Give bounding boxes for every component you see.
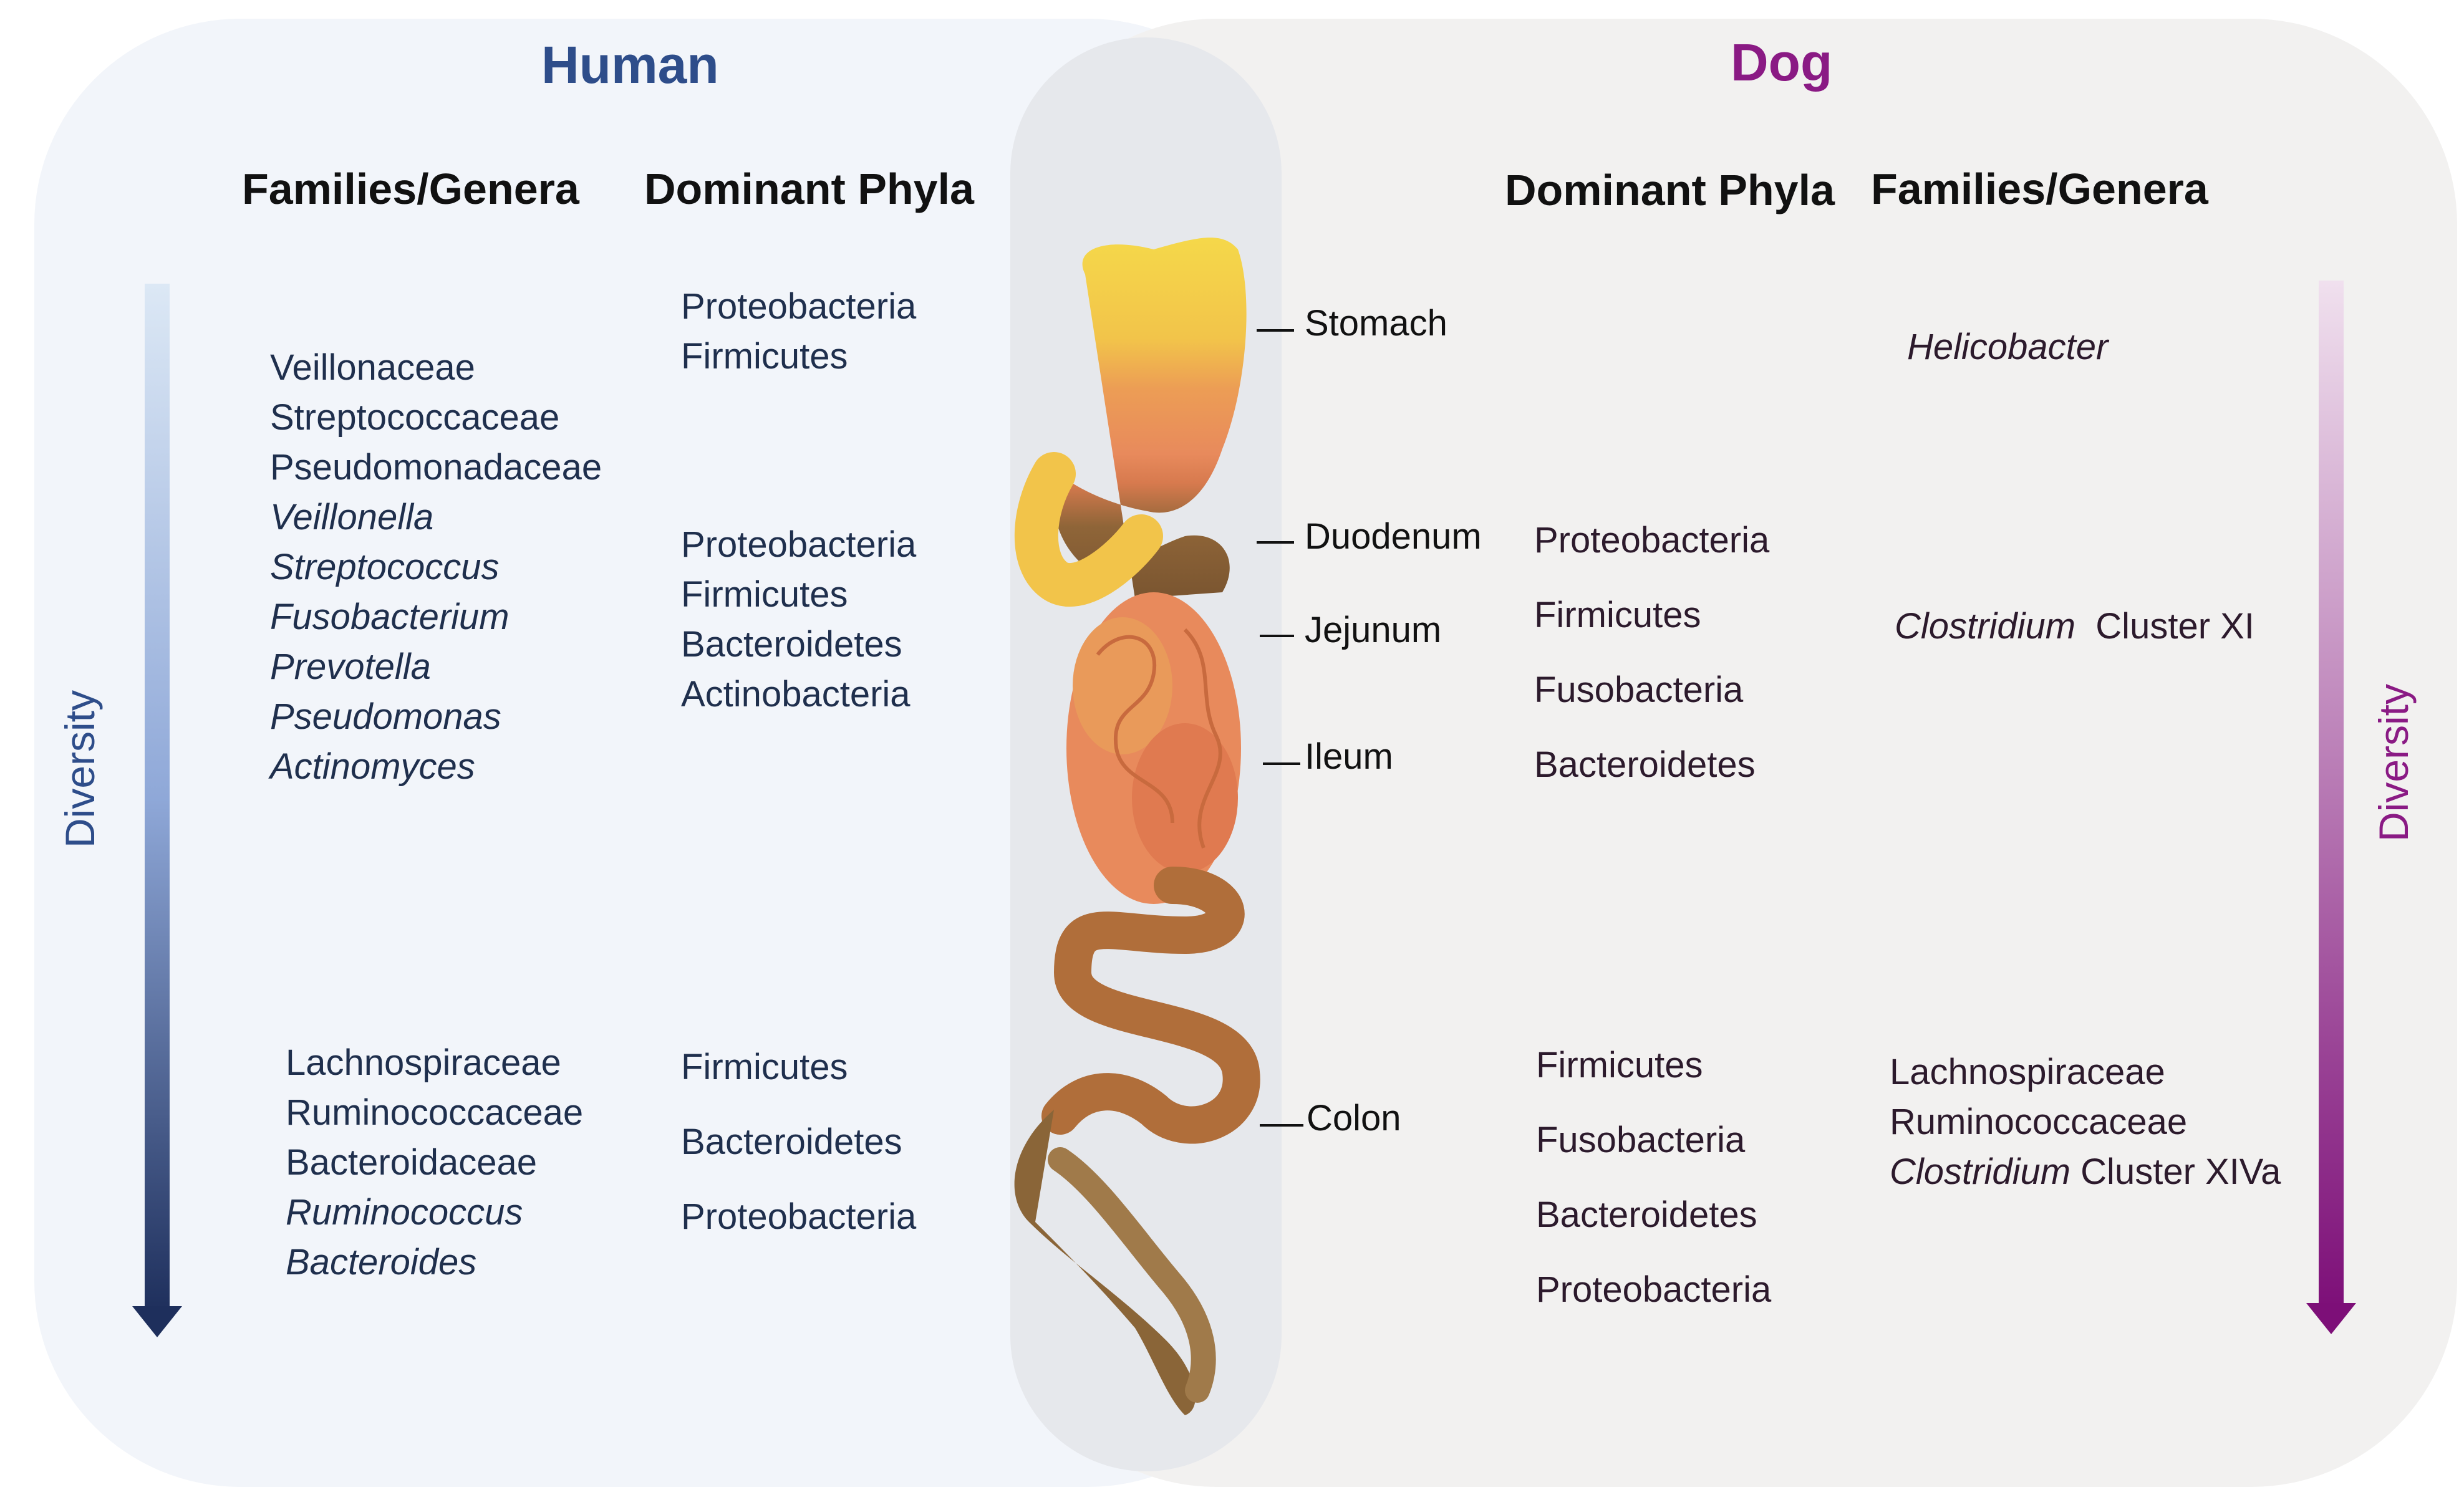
phylum-item: Proteobacteria bbox=[681, 286, 917, 327]
phylum-item: Firmicutes bbox=[681, 574, 848, 615]
family-item: Prevotella bbox=[270, 647, 431, 687]
phylum-item: Bacteroidetes bbox=[1536, 1195, 1757, 1235]
phylum-item: Actinobacteria bbox=[681, 674, 911, 714]
organ-label-ileum: Ileum bbox=[1305, 736, 1393, 777]
organ-label-duodenum: Duodenum bbox=[1305, 516, 1482, 557]
phylum-item: Firmicutes bbox=[1534, 595, 1701, 635]
organ-label-jejunum: Jejunum bbox=[1305, 610, 1442, 650]
family-item: Bacteroidaceae bbox=[286, 1142, 538, 1183]
human-phyla-heading: Dominant Phyla bbox=[644, 165, 974, 213]
family-item: Streptococcus bbox=[270, 547, 500, 587]
phylum-item: Bacteroidetes bbox=[681, 624, 902, 665]
family-item: Veillonaceae bbox=[270, 347, 475, 388]
human-families-heading: Families/Genera bbox=[242, 165, 579, 213]
family-item: Ruminococcaceae bbox=[1890, 1097, 2281, 1147]
family-item: Ruminococcus bbox=[286, 1192, 523, 1233]
family-item: Fusobacterium bbox=[270, 597, 510, 637]
phylum-item: Proteobacteria bbox=[681, 524, 917, 565]
family-item-plain: Lachnospiraceae bbox=[1890, 1052, 2165, 1092]
family-item-plain: Ruminococcaceae bbox=[1890, 1102, 2188, 1142]
family-item: Lachnospiraceae bbox=[286, 1042, 561, 1083]
human-diversity-arrow bbox=[132, 284, 182, 1337]
dog-stomach-genus: Helicobacter bbox=[1907, 327, 2109, 367]
dog-si-genus-plain: Cluster XI bbox=[2095, 606, 2254, 647]
dog-phyla-heading: Dominant Phyla bbox=[1505, 166, 1835, 214]
family-item-italic: Clostridium bbox=[1890, 1152, 2081, 1192]
phylum-item: Bacteroidetes bbox=[681, 1122, 902, 1162]
phylum-item: Proteobacteria bbox=[1536, 1269, 1772, 1310]
phylum-item: Firmicutes bbox=[1536, 1045, 1703, 1085]
dog-si-genus-italic: Clostridium bbox=[1895, 606, 2076, 647]
phylum-item: Firmicutes bbox=[681, 1047, 848, 1087]
phylum-item: Proteobacteria bbox=[1534, 520, 1770, 560]
phylum-item: Fusobacteria bbox=[1534, 670, 1744, 710]
phylum-item: Firmicutes bbox=[681, 336, 848, 377]
family-item: Actinomyces bbox=[270, 746, 475, 787]
family-item: Pseudomonas bbox=[270, 696, 501, 737]
organ-label-stomach: Stomach bbox=[1305, 303, 1447, 344]
family-item: Bacteroides bbox=[286, 1242, 477, 1282]
dog-diversity-arrow bbox=[2306, 281, 2356, 1334]
phylum-item: Bacteroidetes bbox=[1534, 744, 1756, 785]
leader-lines bbox=[1257, 329, 1303, 1127]
dog-small-intestine-genus: Clostridium Cluster XI bbox=[1895, 608, 2254, 645]
family-item: Clostridium Cluster XIVa bbox=[1890, 1147, 2281, 1197]
organ-label-colon: Colon bbox=[1307, 1098, 1401, 1138]
family-item: Streptococcaceae bbox=[270, 397, 560, 438]
family-item: Veillonella bbox=[270, 497, 434, 537]
phylum-item: Fusobacteria bbox=[1536, 1120, 1746, 1160]
dog-families-heading: Families/Genera bbox=[1871, 165, 2208, 213]
human-region bbox=[34, 19, 1294, 1487]
gut-illustration bbox=[1014, 238, 1260, 1415]
phylum-item: Proteobacteria bbox=[681, 1196, 917, 1237]
dog-region bbox=[1010, 19, 2457, 1487]
human-diversity-label: Diversity bbox=[57, 690, 103, 848]
family-item: Ruminococcaceae bbox=[286, 1092, 584, 1133]
dog-title: Dog bbox=[1731, 33, 1833, 92]
dog-diversity-label: Diversity bbox=[2370, 683, 2417, 842]
human-title: Human bbox=[541, 36, 719, 94]
family-item: Pseudomonadaceae bbox=[270, 447, 602, 488]
family-item-plain: Cluster XIVa bbox=[2080, 1152, 2281, 1192]
family-item: Lachnospiraceae bbox=[1890, 1047, 2281, 1097]
